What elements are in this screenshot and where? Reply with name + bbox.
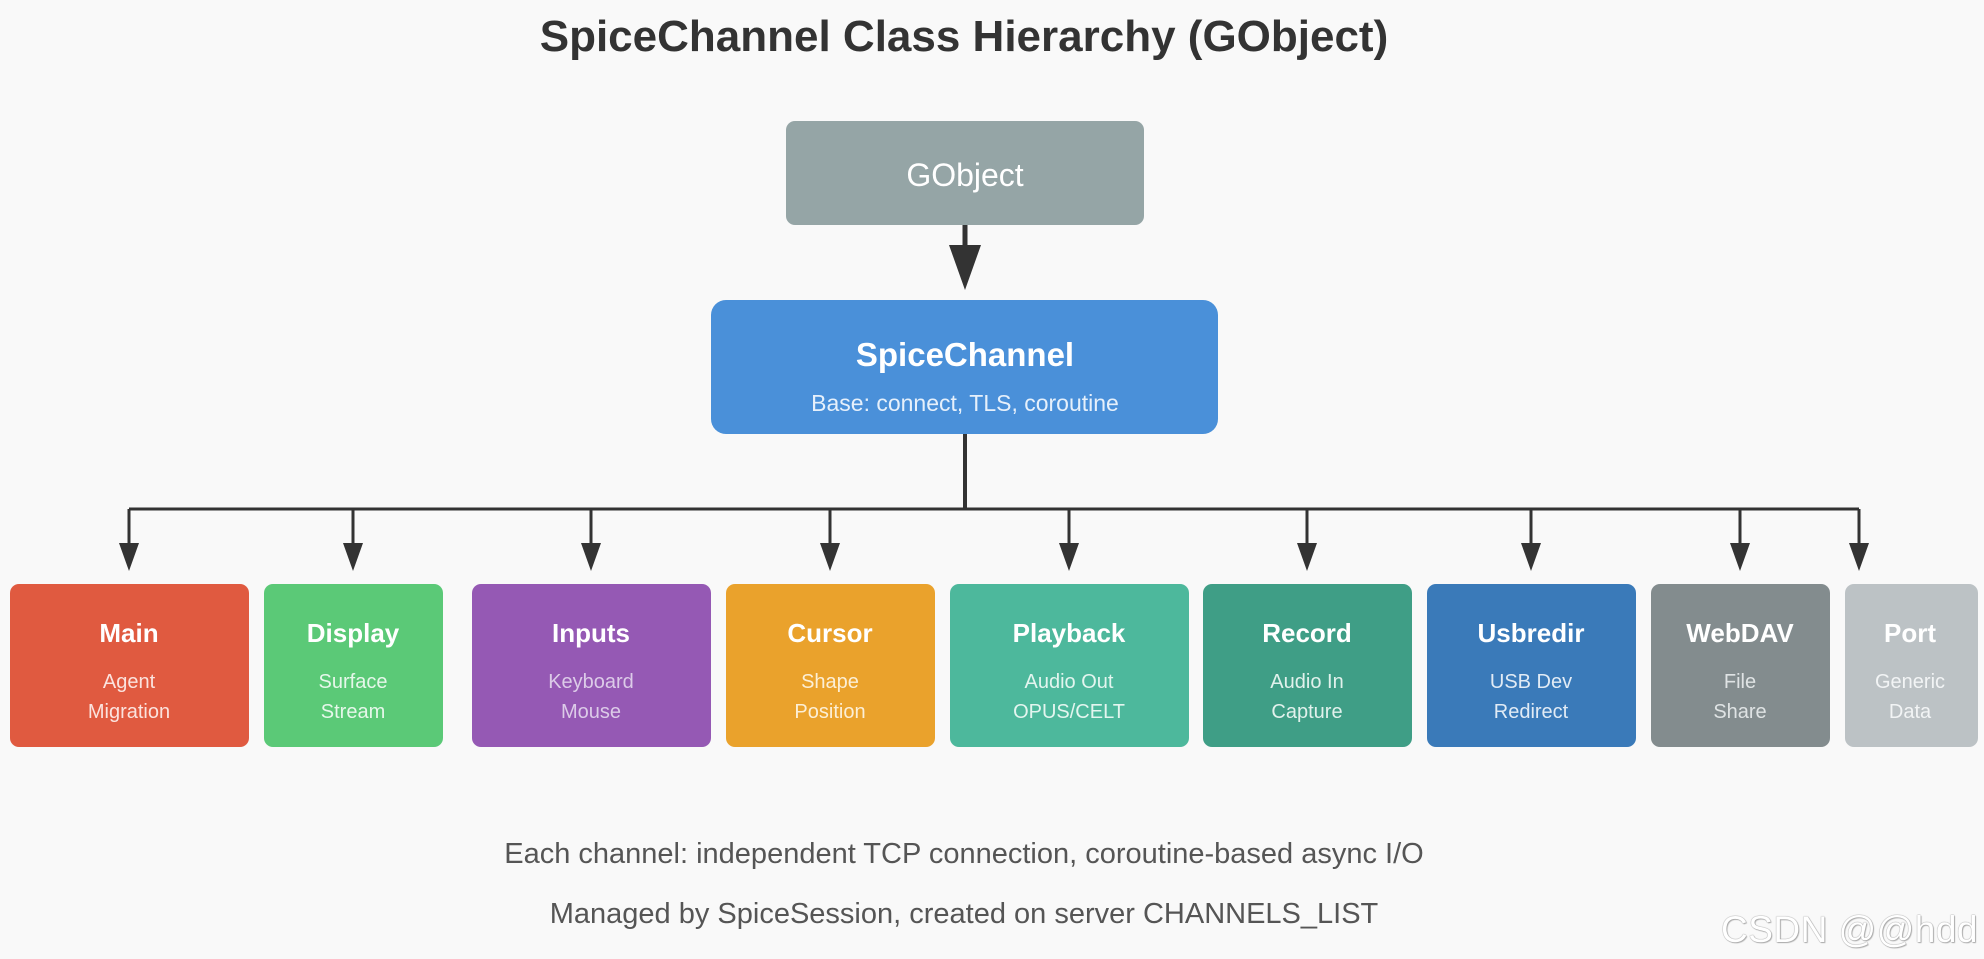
channel-box-bg xyxy=(10,584,249,747)
channel-box-label: WebDAV xyxy=(1686,618,1794,648)
branch-arrows xyxy=(119,509,1869,571)
branch-arrowhead xyxy=(581,543,601,571)
branch-arrowhead xyxy=(820,543,840,571)
channel-box-line: Share xyxy=(1713,701,1766,723)
branch-arrow-main xyxy=(119,509,139,571)
branch-arrow-usbredir xyxy=(1521,509,1541,571)
branch-arrow-inputs xyxy=(581,509,601,571)
channel-box-label: Record xyxy=(1262,618,1352,648)
root-to-base-arrow xyxy=(949,225,981,290)
channel-box-bg xyxy=(726,584,935,747)
branch-arrowhead xyxy=(1521,543,1541,571)
channel-boxes: Main Agent Migration Display Surface Str… xyxy=(10,584,1978,747)
channel-box-bg xyxy=(264,584,443,747)
branch-arrowhead xyxy=(1297,543,1317,571)
root-node-box xyxy=(786,121,1144,225)
branch-arrowhead xyxy=(119,543,139,571)
channel-box-line: Redirect xyxy=(1494,701,1569,723)
channel-box-line: Agent xyxy=(103,671,156,693)
channel-box-bg xyxy=(1203,584,1412,747)
branch-arrowhead xyxy=(1849,543,1869,571)
branch-arrow-cursor xyxy=(820,509,840,571)
channel-box-bg xyxy=(1651,584,1830,747)
channel-box-usbredir: Usbredir USB Dev Redirect xyxy=(1427,584,1636,747)
channel-box-label: Display xyxy=(307,618,400,648)
branch-arrow-display xyxy=(343,509,363,571)
channel-box-label: Main xyxy=(99,618,158,648)
channel-box-line: USB Dev xyxy=(1490,671,1572,693)
channel-box-label: Inputs xyxy=(552,618,630,648)
channel-box-line: Generic xyxy=(1875,671,1945,693)
channel-box-line: Surface xyxy=(319,671,388,693)
channel-box-line: Migration xyxy=(88,701,170,723)
branch-arrowhead xyxy=(1730,543,1750,571)
branch-arrow-playback xyxy=(1059,509,1079,571)
channel-box-bg xyxy=(1427,584,1636,747)
channel-box-line: Mouse xyxy=(561,701,621,723)
channel-box-line: File xyxy=(1724,671,1756,693)
channel-box-label: Port xyxy=(1884,618,1936,648)
branch-arrowhead xyxy=(1059,543,1079,571)
diagram-title: SpiceChannel Class Hierarchy (GObject) xyxy=(539,12,1389,61)
channel-box-line: Shape xyxy=(801,671,859,693)
watermark-text: CSDN @@hdd xyxy=(1721,909,1978,950)
channel-box-label: Cursor xyxy=(787,618,872,648)
channel-box-line: Audio In xyxy=(1270,671,1343,693)
root-to-base-arrowhead xyxy=(949,245,981,290)
channel-box-main: Main Agent Migration xyxy=(10,584,249,747)
footer-note-connection: Each channel: independent TCP connection… xyxy=(504,838,1424,870)
channel-box-playback: Playback Audio Out OPUS/CELT xyxy=(950,584,1189,747)
channel-box-bg xyxy=(472,584,711,747)
channel-box-bg xyxy=(950,584,1189,747)
branch-arrow-record xyxy=(1297,509,1317,571)
channel-box-line: Stream xyxy=(321,701,385,723)
base-node-label: SpiceChannel xyxy=(856,336,1074,373)
footer-note-session: Managed by SpiceSession, created on serv… xyxy=(549,898,1379,930)
channel-box-line: Capture xyxy=(1271,701,1342,723)
root-node-label: GObject xyxy=(906,157,1023,193)
channel-box-webdav: WebDAV File Share xyxy=(1651,584,1830,747)
channel-box-label: Playback xyxy=(1013,618,1126,648)
channel-box-line: Position xyxy=(794,701,865,723)
branch-arrowhead xyxy=(343,543,363,571)
channel-box-record: Record Audio In Capture xyxy=(1203,584,1412,747)
channel-box-label: Usbredir xyxy=(1478,618,1585,648)
channel-box-port: Port Generic Data xyxy=(1845,584,1978,747)
channel-box-line: Audio Out xyxy=(1025,671,1114,693)
branch-arrow-port xyxy=(1849,509,1869,571)
channel-box-display: Display Surface Stream xyxy=(264,584,443,747)
channel-box-line: Data xyxy=(1889,701,1932,723)
channel-box-cursor: Cursor Shape Position xyxy=(726,584,935,747)
base-node-box xyxy=(711,300,1218,434)
base-node: SpiceChannel Base: connect, TLS, corouti… xyxy=(711,300,1218,434)
base-node-subtitle: Base: connect, TLS, coroutine xyxy=(811,390,1119,416)
channel-box-line: OPUS/CELT xyxy=(1013,701,1125,723)
root-node: GObject xyxy=(786,121,1144,225)
branch-arrow-webdav xyxy=(1730,509,1750,571)
channel-box-inputs: Inputs Keyboard Mouse xyxy=(472,584,711,747)
channel-box-bg xyxy=(1845,584,1978,747)
channel-box-line: Keyboard xyxy=(548,671,634,693)
